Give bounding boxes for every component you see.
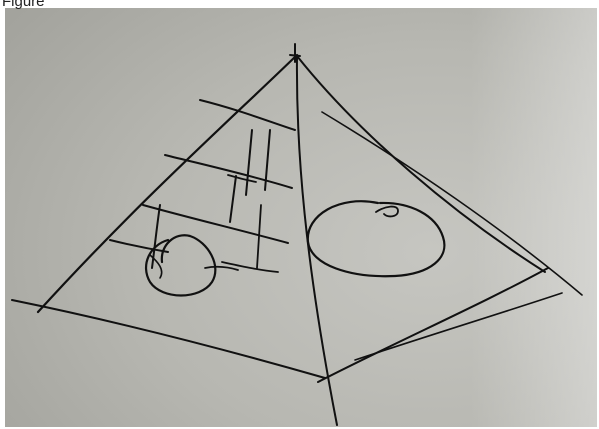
figure-caption: Figure — [2, 0, 45, 10]
paper-right-glow — [470, 8, 597, 427]
